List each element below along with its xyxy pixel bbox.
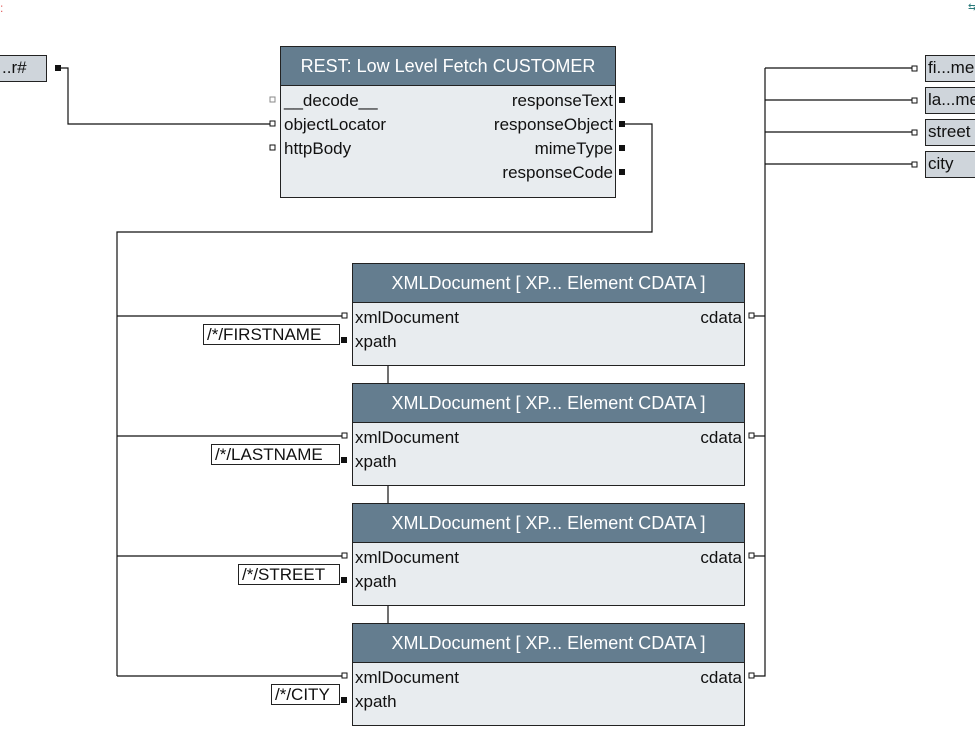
xml-cdata-node[interactable]: XMLDocument [ XP... Element CDATA ] xmlD… — [352, 503, 745, 606]
terminal-label: ..r# — [2, 58, 27, 77]
wire-cdata-bus — [752, 68, 766, 677]
warning-marker-icon: : — [0, 1, 3, 15]
port-mimetype[interactable]: mimeType — [534, 139, 613, 158]
xml-cdata-node[interactable]: XMLDocument [ XP... Element CDATA ] xmlD… — [352, 383, 745, 486]
port-xpath[interactable]: xpath — [355, 572, 397, 591]
port-xpath[interactable]: xpath — [355, 692, 397, 711]
port-xpath[interactable]: xpath — [355, 332, 397, 351]
output-terminal-city[interactable]: city — [925, 151, 975, 178]
output-terminal-firstname[interactable]: fi...me — [925, 55, 975, 82]
port-cdata[interactable]: cdata — [700, 548, 742, 567]
terminal-label: city — [928, 154, 954, 173]
port-decode[interactable]: __decode__ — [284, 91, 378, 110]
port-xmldocument[interactable]: xmlDocument — [355, 668, 459, 687]
node-title: XMLDocument [ XP... Element CDATA ] — [353, 384, 744, 423]
xpath-literal[interactable]: /*/CITY — [271, 684, 340, 705]
teal-marker-icon: ⇆ — [968, 2, 975, 13]
output-terminal-street[interactable]: street — [925, 119, 975, 146]
node-title: REST: Low Level Fetch CUSTOMER — [281, 47, 615, 86]
xpath-literal[interactable]: /*/LASTNAME — [211, 444, 340, 465]
port-httpbody[interactable]: httpBody — [284, 139, 352, 158]
port-responsetext[interactable]: responseText — [511, 91, 613, 110]
rest-fetch-node[interactable]: REST: Low Level Fetch CUSTOMER __decode_… — [280, 46, 616, 198]
port-responsecode[interactable]: responseCode — [502, 163, 613, 182]
wire-input-to-objectlocator — [58, 67, 272, 125]
node-title: XMLDocument [ XP... Element CDATA ] — [353, 624, 744, 663]
output-terminal-lastname[interactable]: la...me — [925, 87, 975, 114]
port-cdata[interactable]: cdata — [700, 668, 742, 687]
port-objectlocator[interactable]: objectLocator — [284, 115, 387, 134]
node-title: XMLDocument [ XP... Element CDATA ] — [353, 264, 744, 303]
terminal-label: fi...me — [928, 58, 975, 77]
terminal-label: street — [928, 122, 971, 141]
terminal-label: la...me — [928, 90, 975, 109]
port-xpath[interactable]: xpath — [355, 452, 397, 471]
wire-responseobject — [116, 123, 653, 676]
node-title: XMLDocument [ XP... Element CDATA ] — [353, 504, 744, 543]
port-cdata[interactable]: cdata — [700, 308, 742, 327]
xml-cdata-node[interactable]: XMLDocument [ XP... Element CDATA ] xmlD… — [352, 623, 745, 726]
input-terminal[interactable]: ..r# — [0, 55, 47, 82]
xpath-literal[interactable]: /*/STREET — [238, 564, 340, 585]
port-xmldocument[interactable]: xmlDocument — [355, 428, 459, 447]
port-xmldocument[interactable]: xmlDocument — [355, 548, 459, 567]
xpath-literal[interactable]: /*/FIRSTNAME — [203, 324, 340, 345]
port-xmldocument[interactable]: xmlDocument — [355, 308, 459, 327]
port-responseobject[interactable]: responseObject — [493, 115, 613, 134]
port-cdata[interactable]: cdata — [700, 428, 742, 447]
xml-cdata-node[interactable]: XMLDocument [ XP... Element CDATA ] xmlD… — [352, 263, 745, 366]
